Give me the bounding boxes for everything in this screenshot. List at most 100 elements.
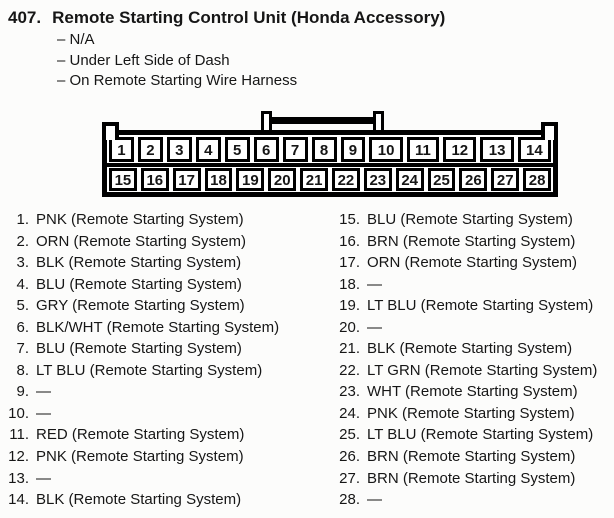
pin-description: BLK/WHT (Remote Starting System) [36, 318, 280, 336]
pin-cell: 14 [517, 137, 552, 162]
pin-list-item: 25. LT BLU (Remote Starting System) [302, 426, 597, 448]
pin-cell: 27 [491, 168, 520, 191]
pin-list-item: 14. BLK (Remote Starting System) [0, 491, 279, 513]
pin-list-item: 10. — [0, 405, 279, 427]
connector-right-notch [541, 122, 558, 140]
pin-list-item: 28. — [302, 491, 597, 513]
pin-description: BRN (Remote Starting System) [367, 232, 576, 250]
pin-description: PNK (Remote Starting System) [36, 211, 244, 228]
pin-description: — [36, 404, 51, 422]
pin-description: ORN (Remote Starting System) [367, 254, 578, 272]
pin-description: BRN (Remote Starting System) [367, 448, 576, 466]
pin-list-item: 9. — [0, 383, 279, 405]
pin-number: 6. [16, 318, 29, 336]
pin-description: — [367, 318, 382, 336]
pin-number: 2. [16, 232, 29, 250]
pin-number: 18. [339, 275, 360, 293]
pin-list-item: 19. LT BLU (Remote Starting System) [302, 297, 597, 319]
pin-list-item: 21. BLK (Remote Starting System) [302, 340, 597, 362]
connector-diagram: 1 2 3 4 5 6 7 8 9 10 11 12 [102, 111, 558, 197]
pin-cell: 21 [300, 168, 329, 191]
pin-list-item: 3. BLK (Remote Starting System) [0, 254, 279, 276]
pin-description: LT BLU (Remote Starting System) [36, 361, 263, 379]
pin-list-item: 22. LT GRN (Remote Starting System) [302, 362, 597, 384]
pin-list-item: 1. PNK (Remote Starting System) [0, 211, 279, 233]
connector-row-divider [107, 163, 553, 167]
pin-number: 10. [8, 404, 29, 422]
pin-cell: 4 [195, 137, 221, 162]
pin-cell: 19 [236, 168, 265, 191]
pin-number: 23. [339, 383, 360, 401]
pin-number: 14. [8, 491, 29, 509]
pin-description: — [36, 383, 51, 401]
pin-description: PNK (Remote Starting System) [36, 448, 244, 466]
pin-description: BLU (Remote Starting System) [367, 211, 573, 228]
pin-number: 5. [16, 297, 29, 315]
location-details: – N/A – Under Left Side of Dash – On Rem… [57, 30, 297, 92]
pin-description: LT GRN (Remote Starting System) [367, 361, 598, 379]
pin-number: 28. [339, 491, 360, 509]
pin-list-item: 7. BLU (Remote Starting System) [0, 340, 279, 362]
pin-description: WHT (Remote Starting System) [367, 383, 578, 401]
pin-cell: 3 [166, 137, 192, 162]
location-detail-line: – On Remote Starting Wire Harness [57, 72, 298, 89]
pin-list-item: 2. ORN (Remote Starting System) [0, 233, 279, 255]
location-detail-line: – Under Left Side of Dash [57, 51, 230, 69]
item-number: 407. [8, 8, 42, 27]
pin-number: 7. [16, 340, 29, 358]
pin-number: 8. [16, 361, 29, 379]
pin-description: BLU (Remote Starting System) [36, 340, 242, 358]
connector-bottom-row: 15 16 17 18 19 20 21 22 23 24 25 26 [109, 168, 552, 191]
pin-cell: 20 [268, 168, 297, 191]
connector-body: 1 2 3 4 5 6 7 8 9 10 11 12 [102, 122, 558, 197]
pin-description: BRN (Remote Starting System) [367, 469, 576, 487]
pin-list-item: 20. — [302, 319, 597, 341]
pin-list-item: 8. LT BLU (Remote Starting System) [0, 362, 279, 384]
pin-number: 17. [339, 254, 360, 272]
pin-cell: 1 [109, 137, 134, 162]
pin-cell: 5 [224, 137, 250, 162]
pin-description: LT BLU (Remote Starting System) [367, 426, 594, 444]
pin-number: 13. [8, 469, 29, 487]
pin-number: 20. [339, 318, 360, 336]
pin-number: 16. [339, 232, 360, 250]
pin-description: GRY (Remote Starting System) [36, 297, 245, 315]
pin-description: LT BLU (Remote Starting System) [367, 297, 594, 315]
pin-list-item: 17. ORN (Remote Starting System) [302, 254, 597, 276]
pin-list-item: 4. BLU (Remote Starting System) [0, 276, 279, 298]
pin-list-item: 15. BLU (Remote Starting System) [302, 211, 597, 233]
pin-number: 22. [339, 361, 360, 379]
pin-list-item: 26. BRN (Remote Starting System) [302, 448, 597, 470]
pin-cell: 12 [443, 137, 477, 162]
pin-description: — [36, 469, 51, 487]
page-title: Remote Starting Control Unit (Honda Acce… [52, 8, 446, 27]
pin-cell: 9 [340, 137, 366, 162]
pin-description: BLU (Remote Starting System) [36, 275, 242, 293]
location-detail-line: – N/A [57, 31, 95, 48]
pin-description: BLK (Remote Starting System) [367, 340, 573, 358]
pin-number: 26. [339, 448, 360, 466]
lock-tab-bar [270, 117, 375, 124]
pin-cell: 26 [459, 168, 488, 191]
pin-cell: 28 [523, 168, 552, 191]
pin-list-item: 27. BRN (Remote Starting System) [302, 470, 597, 492]
pin-number: 15. [339, 211, 360, 228]
pin-description: BLK (Remote Starting System) [36, 491, 242, 509]
pin-number: 11. [9, 426, 29, 444]
pin-cell: 10 [369, 137, 403, 162]
pin-description: — [367, 275, 382, 293]
pin-number: 12. [8, 448, 29, 466]
section-header: 407. Remote Starting Control Unit (Honda… [8, 7, 445, 29]
pin-cell: 22 [332, 168, 360, 191]
pin-cell: 17 [172, 168, 201, 191]
pin-list-item: 11. RED (Remote Starting System) [0, 426, 279, 448]
pin-number: 27. [339, 469, 360, 487]
pin-description: — [367, 491, 382, 509]
pin-number: 4. [16, 275, 29, 293]
pin-cell: 16 [140, 168, 169, 191]
pin-number: 9. [16, 383, 29, 401]
pin-cell: 8 [311, 137, 337, 162]
pin-number: 3. [16, 254, 29, 272]
pin-description: RED (Remote Starting System) [36, 426, 245, 444]
